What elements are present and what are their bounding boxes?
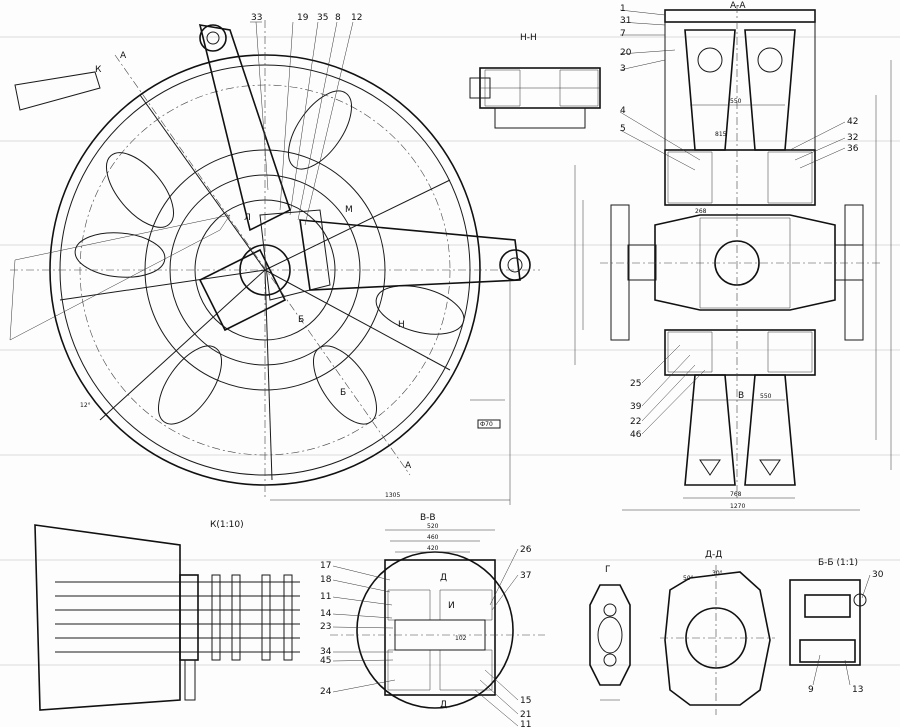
section-vv-title: В-В — [420, 513, 436, 523]
callout-vv-r-5: 11 — [520, 720, 531, 727]
dim-main-width: 1305 — [385, 492, 400, 499]
callout-vv-r-2: 37 — [520, 571, 531, 581]
mark-v: В — [738, 391, 744, 401]
callout-aa-l-5: 3 — [620, 64, 626, 74]
section-aa-title: А-А — [730, 1, 746, 11]
dim-d-50: 50° — [683, 575, 694, 582]
mark-i: И — [448, 601, 455, 611]
label-a-top: А — [120, 51, 127, 61]
callout-aa-b-4: 46 — [630, 430, 642, 440]
callout-aa-l-6: 4 — [620, 106, 626, 116]
callout-aa-b-2: 39 — [630, 402, 642, 412]
label-n: Н — [398, 320, 405, 330]
callout-aa-l-4: 20 — [620, 48, 632, 58]
callout-aa-l-2: 31 — [620, 16, 631, 26]
main-drum-view — [9, 20, 540, 505]
section-dd: Д-Д 50° 30° — [660, 550, 775, 715]
callout-aa-r-2: 32 — [847, 133, 858, 143]
callout-aa-b-3: 22 — [630, 417, 641, 427]
callout-vv-r-4: 21 — [520, 710, 531, 720]
view-g: Г — [589, 565, 631, 701]
callout-vv-l-3: 11 — [320, 592, 331, 602]
callout-vv-l-5: 23 — [320, 622, 331, 632]
section-bb: Б-Б (1:1) 30 9 13 — [789, 558, 884, 695]
main-callout-leaders — [250, 21, 354, 226]
callout-main-5: 12 — [351, 13, 362, 23]
callout-bb-3: 13 — [852, 685, 863, 695]
main-callout-numbers: 33 19 35 8 12 — [251, 13, 362, 23]
callout-vv-l-6: 34 — [320, 647, 332, 657]
main-view-labels: А К М Н Б Б Л А 12° 1305 Ф70 — [80, 51, 493, 499]
callout-main-1: 33 — [251, 13, 262, 23]
dim-vv-102: 102 — [455, 635, 467, 642]
callout-aa-r-3: 36 — [847, 144, 859, 154]
view-k: К(1:10) — [34, 520, 300, 711]
dim-vv-520: 520 — [427, 523, 439, 530]
dim-phi70: Ф70 — [480, 421, 493, 428]
label-l: Л — [244, 213, 251, 223]
section-nn-title: Н-Н — [520, 33, 537, 43]
callout-vv-l-1: 17 — [320, 561, 331, 571]
section-aa: А-А — [574, 1, 892, 511]
dim-d-30: 30° — [712, 570, 723, 577]
label-b2: Б — [298, 315, 304, 325]
callout-aa-l-1: 1 — [620, 4, 626, 14]
label-k-view: К — [95, 65, 102, 75]
label-angle: 12° — [80, 402, 91, 409]
section-dd-title: Д-Д — [705, 550, 722, 560]
mark-d-top: Д — [440, 573, 447, 583]
callout-main-2: 19 — [297, 13, 309, 23]
callout-vv-r-3: 15 — [520, 696, 531, 706]
dim-aa-overall: 1270 — [730, 503, 745, 510]
section-bb-title: Б-Б (1:1) — [818, 558, 858, 568]
view-k-title: К(1:10) — [210, 520, 244, 530]
label-b: Б — [340, 388, 346, 398]
callout-bb-2: 9 — [808, 685, 814, 695]
aa-callouts-bottom: 25 39 22 46 — [630, 344, 706, 440]
callout-main-3: 35 — [317, 13, 328, 23]
callout-aa-l-7: 5 — [620, 124, 626, 134]
vv-callouts-left: 17 18 11 14 23 34 45 24 — [320, 561, 396, 697]
aa-callouts-left: 1 31 7 20 3 4 5 — [619, 4, 701, 171]
callout-aa-l-3: 7 — [620, 29, 626, 39]
vv-callouts-right: 26 37 15 21 11 — [474, 545, 532, 727]
callout-aa-r-1: 42 — [847, 117, 858, 127]
aa-callouts-right: 42 32 36 — [789, 117, 859, 169]
callout-aa-b-1: 25 — [630, 379, 641, 389]
dim-vv-460: 460 — [427, 534, 439, 541]
callout-vv-l-2: 18 — [320, 575, 332, 585]
section-vv: В-В 520 460 420 102 И Д Д — [330, 513, 545, 710]
label-a-bottom: А — [405, 461, 412, 471]
callout-vv-l-8: 24 — [320, 687, 332, 697]
label-m: М — [345, 205, 353, 215]
callout-vv-r-1: 26 — [520, 545, 532, 555]
dim-aa-550-top: 550 — [730, 98, 742, 105]
section-nn: Н-Н — [469, 33, 601, 129]
dim-aa-815: 815 — [715, 131, 727, 138]
construction-lines — [0, 36, 900, 666]
callout-bb-1: 30 — [872, 570, 884, 580]
callout-vv-l-4: 14 — [320, 609, 332, 619]
dim-aa-268: 268 — [695, 208, 707, 215]
callout-vv-l-7: 45 — [320, 656, 331, 666]
dim-aa-550-bot: 550 — [760, 393, 772, 400]
dim-aa-inner: 768 — [730, 491, 742, 498]
dim-vv-420: 420 — [427, 545, 439, 552]
mark-d-bottom: Д — [440, 700, 447, 710]
view-g-title: Г — [605, 565, 611, 575]
callout-main-4: 8 — [335, 13, 341, 23]
